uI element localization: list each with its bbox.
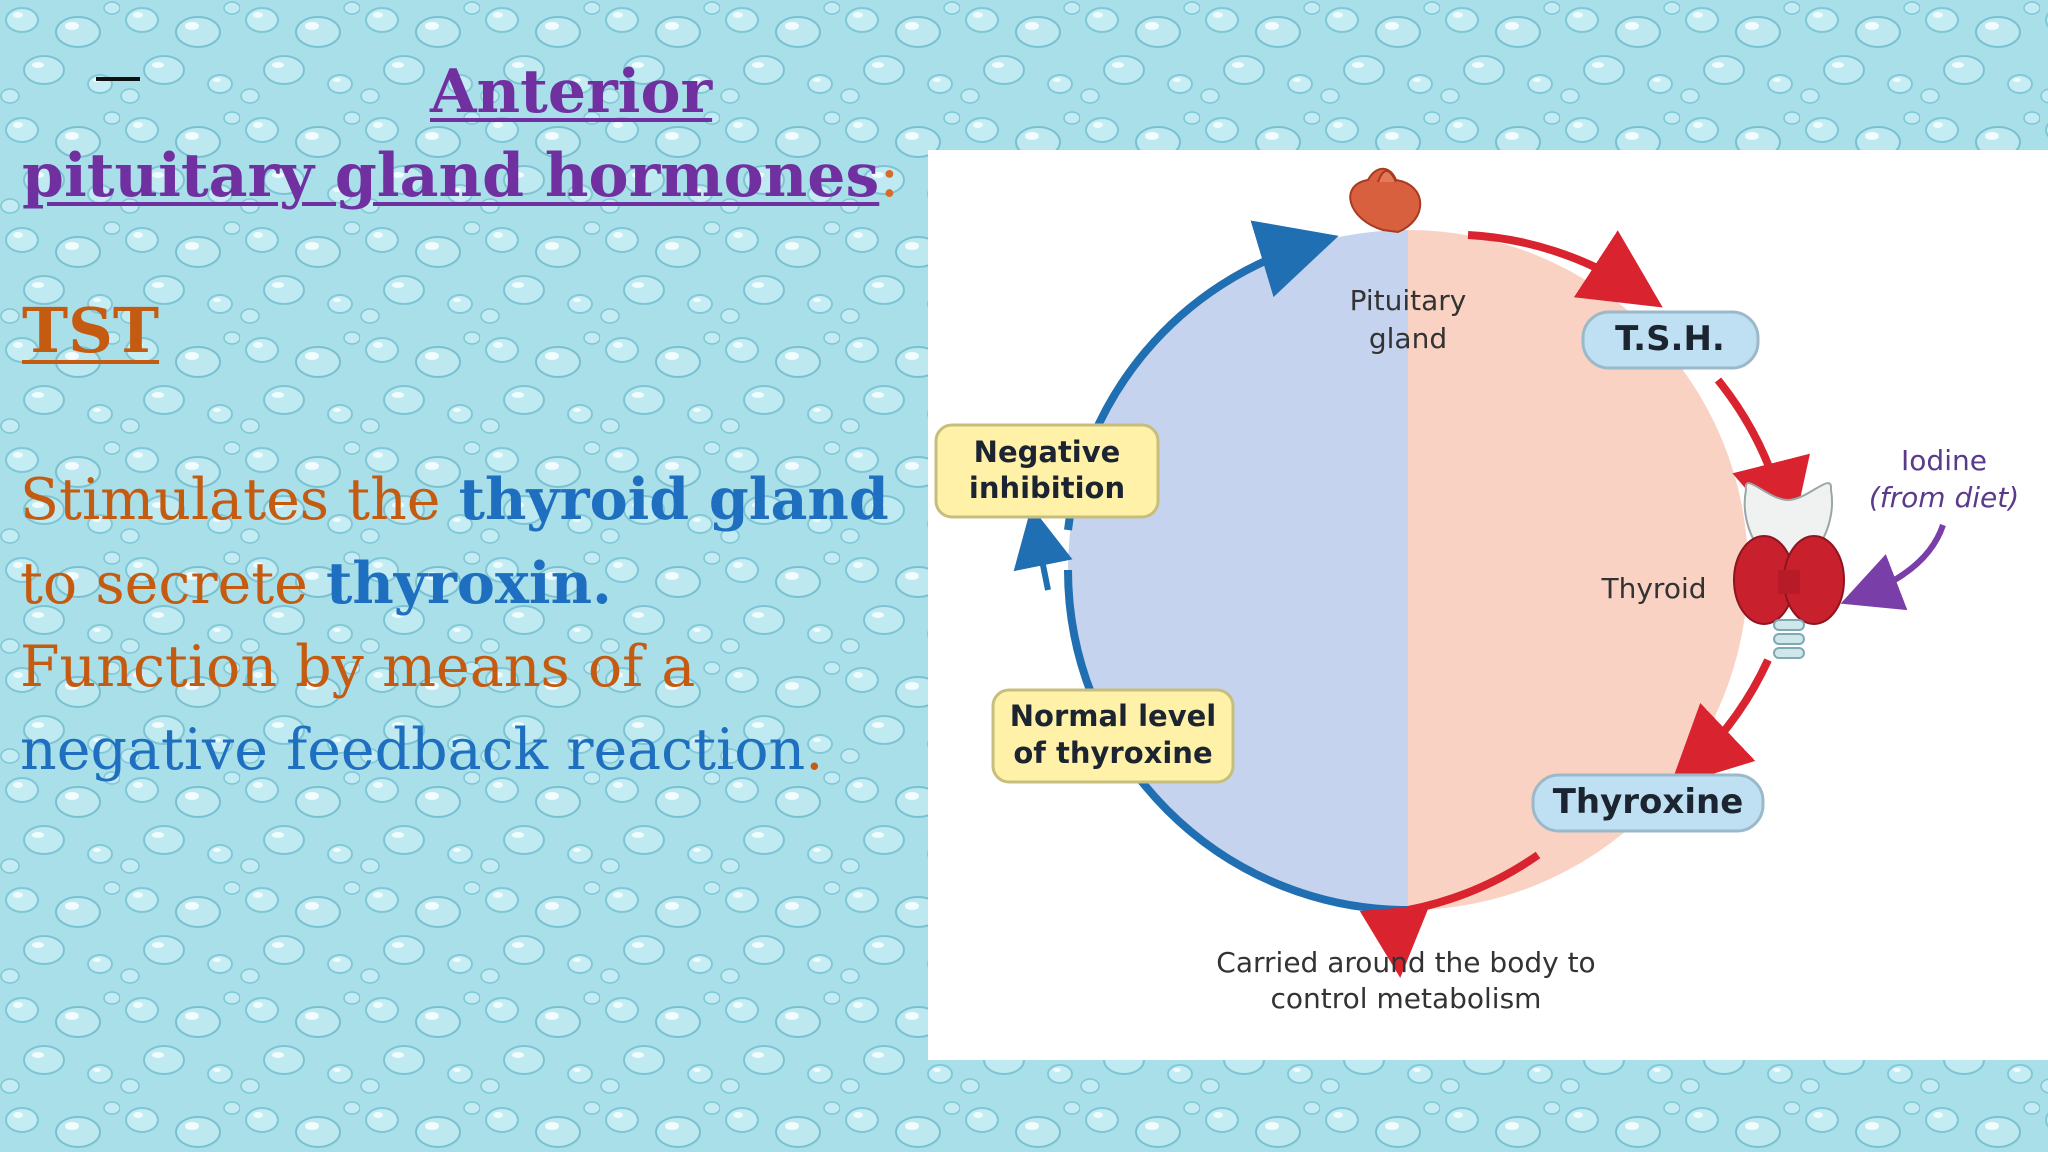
- slide-text-panel: Anterior pituitary gland hormones: TST S…: [0, 0, 920, 1152]
- thyroid-label: Thyroid: [1601, 572, 1707, 605]
- thyroxine-label: Thyroxine: [1553, 782, 1744, 822]
- tsh-label: T.S.H.: [1615, 319, 1725, 359]
- red-arc-to-thyroid: [1714, 377, 1810, 542]
- red-arc-to-thyroxine: [1669, 658, 1772, 788]
- thyroxine-bubble: [1531, 773, 1765, 833]
- thyroid-feedback-diagram: T.S.H. Thyroxine Negative inhibition Nor…: [928, 150, 2048, 1060]
- iodine-label-line-2: (from diet): [1869, 481, 2019, 514]
- pituitary-label-line-1: Pituitary: [1350, 284, 1467, 317]
- title-anterior: Anterior: [430, 57, 713, 127]
- left-half-blue: [1068, 230, 1408, 910]
- body-text-function: Function by means of a: [20, 634, 696, 700]
- carried-label-line-1: Carried around the body to: [1216, 946, 1595, 979]
- normal-level-box: [991, 688, 1235, 784]
- body-text-thyroid-gland: thyroid gland: [458, 466, 889, 533]
- body-text-period: .: [805, 717, 824, 783]
- title-pituitary-hormones: pituitary gland hormones: [22, 141, 880, 211]
- normal-label-line-1: Normal level: [1010, 699, 1216, 733]
- body-text: Stimulates the thyroid gland to secrete …: [20, 458, 920, 792]
- pituitary-gland-icon: [1349, 167, 1422, 234]
- body-line-3: Function by means of a: [20, 626, 920, 709]
- thyroid-icon: [1733, 482, 1845, 659]
- blue-arc-lower: [1064, 569, 1409, 914]
- body-line-4: negative feedback reaction.: [20, 709, 920, 792]
- body-line-2: to secrete thyroxin.: [20, 542, 920, 626]
- carried-label-line-2: control metabolism: [1271, 982, 1542, 1015]
- negative-label-line-1: Negative: [974, 435, 1121, 469]
- body-text-thyroxin: thyroxin.: [326, 550, 612, 617]
- negative-inhibition-box: [934, 423, 1160, 519]
- feedback-loop-svg: T.S.H. Thyroxine Negative inhibition Nor…: [934, 167, 2019, 1015]
- iodine-arrow: [1840, 523, 1946, 611]
- title-dash: [96, 76, 140, 81]
- red-arc-to-tsh: [1467, 230, 1663, 308]
- body-text-to-secrete: to secrete: [20, 551, 326, 617]
- blue-arrow-up: [1013, 506, 1073, 591]
- normal-label-line-2: of thyroxine: [1013, 736, 1212, 770]
- body-text-negative-feedback: negative feedback reaction: [20, 717, 806, 783]
- pituitary-label-line-2: gland: [1369, 322, 1447, 355]
- iodine-label-line-1: Iodine: [1901, 444, 1987, 477]
- tsh-bubble: [1581, 310, 1760, 370]
- title-colon: :: [879, 141, 900, 211]
- body-line-1: Stimulates the thyroid gland: [20, 458, 920, 542]
- negative-label-line-2: inhibition: [969, 471, 1125, 505]
- slide-title: Anterior pituitary gland hormones:: [22, 50, 902, 218]
- red-arrow-down: [1359, 905, 1430, 978]
- subheading-tst: TST: [22, 294, 160, 367]
- body-text-stimulates: Stimulates the: [20, 467, 459, 533]
